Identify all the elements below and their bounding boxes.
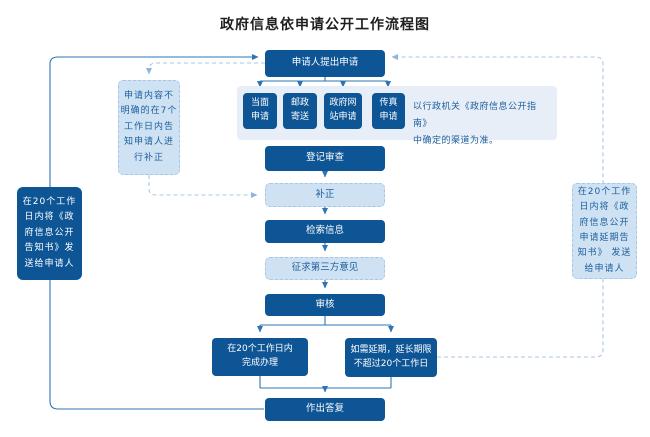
flow-node-channel-fax: 传真 申请	[372, 93, 405, 129]
flow-node-reply: 作出答复	[265, 398, 385, 421]
flow-node-channel-website: 政府网 站申请	[324, 93, 362, 129]
flow-node-delay: 如需延期，延长期限 不超过20个工作日	[345, 338, 437, 377]
page-title: 政府信息依申请公开工作流程图	[220, 17, 430, 33]
flow-node-register: 登记审查	[265, 146, 385, 171]
left-notice-box: 在20个工作 日内将《政 府信息公开 告知书》发 送给申请人	[17, 187, 82, 280]
flow-node-channel-mail: 邮政 寄送	[283, 93, 317, 129]
flow-node-third-party: 征求第三方意见	[265, 257, 385, 280]
flow-node-channel-in-person: 当面 申请	[243, 93, 277, 129]
right-delay-notice-box: 在20个工作 日内将《政 府信息公开 申请延期告 知书》 发送 给申请人	[572, 183, 637, 279]
flow-node-apply: 申请人提出申请	[265, 50, 385, 77]
flow-node-within-20-days: 在20个工作日内 完成办理	[212, 338, 308, 376]
left-correction-note-box: 申请内容不 明确的在7个 工作日内告 知申请人进 行补正	[118, 80, 180, 175]
flow-node-search: 检索信息	[265, 220, 385, 243]
channel-note-text: 以行政机关《政府信息公开指南》 中确定的渠道为准。	[413, 102, 537, 147]
flow-node-review: 审核	[265, 294, 385, 316]
flow-node-correction: 补正	[265, 183, 385, 207]
